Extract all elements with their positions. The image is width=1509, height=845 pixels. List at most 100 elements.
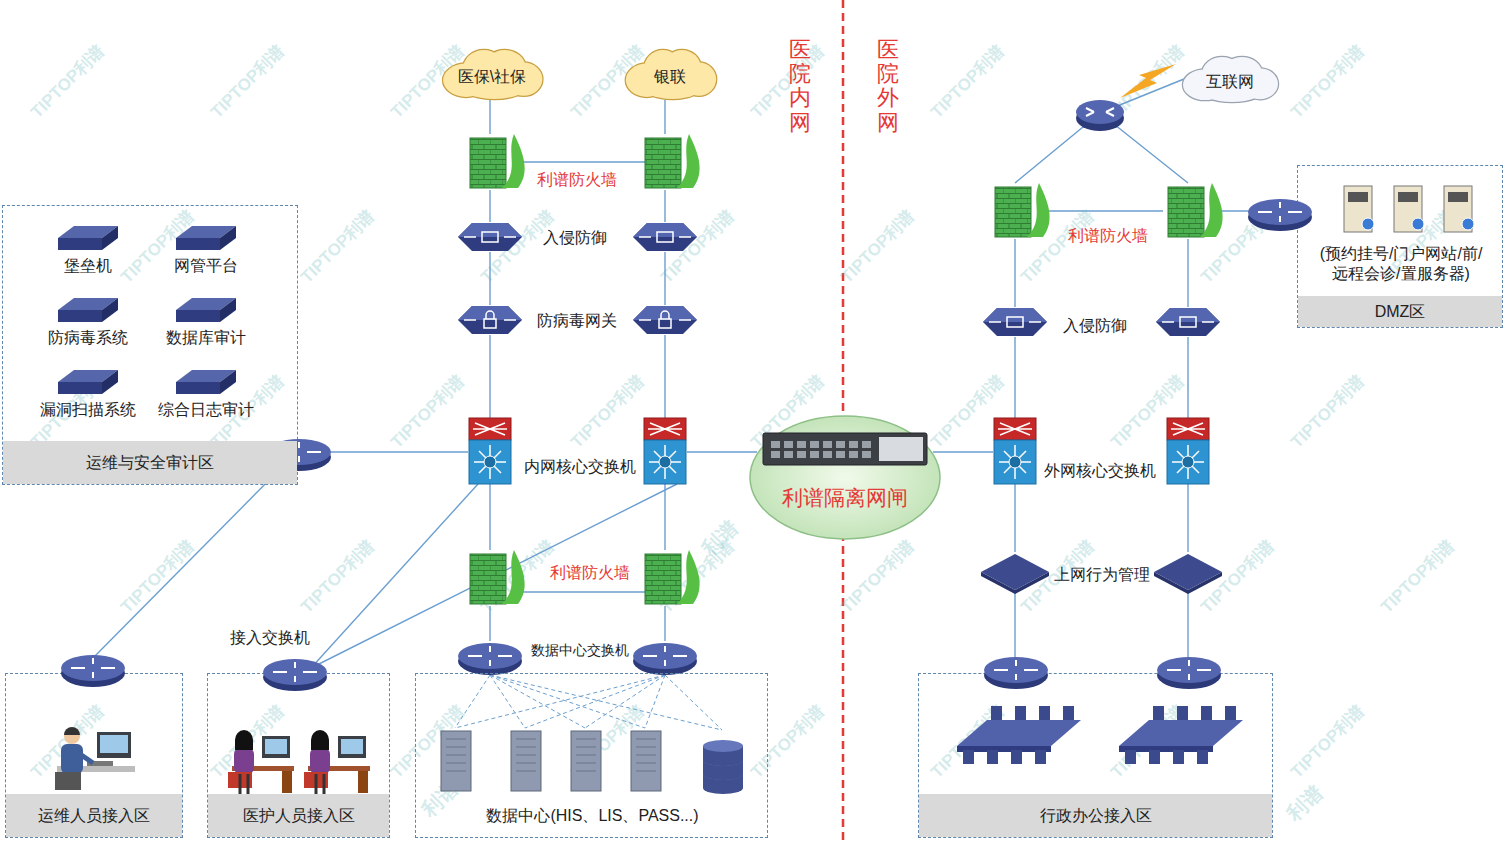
appliance-side xyxy=(220,298,236,322)
core-body xyxy=(644,440,686,484)
watermark: TIPTOP利谱 xyxy=(206,40,290,124)
torso xyxy=(61,744,83,774)
appliance-node: 漏洞扫描系统 xyxy=(36,368,140,422)
server-stripe xyxy=(446,755,466,756)
access-switch: 接入交换机 xyxy=(225,628,335,690)
legs xyxy=(240,774,248,794)
flame xyxy=(1027,183,1050,237)
chair xyxy=(1063,706,1074,720)
lock-mark xyxy=(464,311,516,328)
icon-group xyxy=(176,298,236,322)
core-body-marks xyxy=(474,445,506,479)
screen xyxy=(341,739,363,754)
server-stripe xyxy=(576,747,596,748)
watermark: TIPTOP利谱 xyxy=(296,205,380,289)
ips-marks xyxy=(464,232,516,242)
flame xyxy=(677,134,700,188)
fan-line xyxy=(490,675,585,728)
chair xyxy=(1035,750,1046,764)
core-body xyxy=(469,440,511,484)
core-body xyxy=(994,440,1036,484)
label-text: 银联 xyxy=(654,67,686,86)
gateway-device xyxy=(763,433,927,465)
label-text: 运维人员接入区 xyxy=(38,806,150,825)
device-body xyxy=(633,223,697,251)
core-top xyxy=(469,418,511,440)
db-top xyxy=(703,768,743,780)
security-zone: 堡垒机网管平台防病毒系统数据库审计漏洞扫描系统综合日志审计运维与安全审计区 xyxy=(2,205,298,485)
firewall-pair-links xyxy=(512,162,1163,592)
label-text: 数据中心(HIS、LIS、PASS...) xyxy=(486,806,698,825)
db-top xyxy=(703,740,743,752)
icon-group xyxy=(750,416,940,539)
gateway-port xyxy=(836,441,845,448)
label-text: DMZ区 xyxy=(1375,302,1426,321)
dmz-server-badge xyxy=(1462,218,1474,230)
label-text: 网管平台 xyxy=(174,256,238,275)
label-text: 上网行为管理 xyxy=(1054,565,1150,584)
fan-line xyxy=(490,675,722,730)
gateway-port xyxy=(784,441,793,448)
admin-access-zone: 行政办公接入区 xyxy=(918,673,1273,838)
monitor xyxy=(262,736,290,758)
icon-group xyxy=(469,418,686,484)
gateway-port xyxy=(810,441,819,448)
watermark: TIPTOP利谱 xyxy=(746,40,830,124)
chair xyxy=(55,772,81,790)
label-text: 防病毒系统 xyxy=(48,328,128,347)
screen xyxy=(100,735,128,753)
switch-top xyxy=(1248,199,1312,225)
pair-link xyxy=(512,161,645,162)
watermark: TIPTOP利谱 xyxy=(26,40,110,124)
fan-line xyxy=(490,675,525,728)
network-link xyxy=(311,484,677,668)
appliance-node: 网管平台 xyxy=(170,224,242,278)
server-stripe xyxy=(516,747,536,748)
icon-group xyxy=(983,308,1220,336)
chair xyxy=(1039,706,1050,720)
desk-leg xyxy=(358,771,368,793)
chair xyxy=(1125,750,1136,764)
watermark: 利谱 xyxy=(1281,780,1328,827)
device-body xyxy=(983,308,1047,336)
device-top xyxy=(633,306,697,320)
gateway-port xyxy=(849,441,858,448)
pair-link xyxy=(1039,210,1163,211)
internet-cloud: 互联网 xyxy=(1180,55,1280,103)
cloud-fill xyxy=(1198,73,1266,102)
appliance-node: 综合日志审计 xyxy=(154,368,258,422)
server-stripe xyxy=(576,739,596,740)
label-text: 医保\社保 xyxy=(458,67,526,86)
chair xyxy=(991,706,1002,720)
watermark: TIPTOP利谱 xyxy=(1286,370,1370,454)
server-stripe xyxy=(516,755,536,756)
core-body-marks xyxy=(1172,445,1204,479)
network-link xyxy=(1015,79,1188,183)
table-top xyxy=(1119,720,1243,746)
core-body-marks xyxy=(999,445,1031,479)
icon-group xyxy=(957,657,1243,764)
cloud-fill xyxy=(459,68,530,99)
core-top-marks xyxy=(648,423,682,435)
appliance-front xyxy=(58,310,102,322)
server-tower xyxy=(631,731,661,791)
server-stripe xyxy=(636,747,656,748)
core-switch-pair: 内网核心交换机 xyxy=(468,418,687,484)
datacenter-zone: 数据中心(HIS、LIS、PASS...) xyxy=(415,673,768,838)
brick-wall xyxy=(470,554,506,604)
icon-group xyxy=(981,554,1222,594)
dmz-server-bay xyxy=(1448,192,1468,202)
label-text: 利谱防火墙 xyxy=(1068,226,1148,245)
device-top xyxy=(458,223,522,237)
appliance-front xyxy=(176,382,220,394)
network-link xyxy=(1015,592,1188,657)
zone-label-bar: 运维与安全审计区 xyxy=(3,441,297,484)
watermark: TIPTOP利谱 xyxy=(1376,535,1460,619)
switch-top xyxy=(984,657,1048,683)
dmz-server-badge xyxy=(1412,218,1424,230)
appliance-front xyxy=(58,382,102,394)
switch-arrows xyxy=(643,646,687,666)
appliance-front xyxy=(58,238,102,250)
zone-label-bar: DMZ区 xyxy=(1298,296,1502,327)
